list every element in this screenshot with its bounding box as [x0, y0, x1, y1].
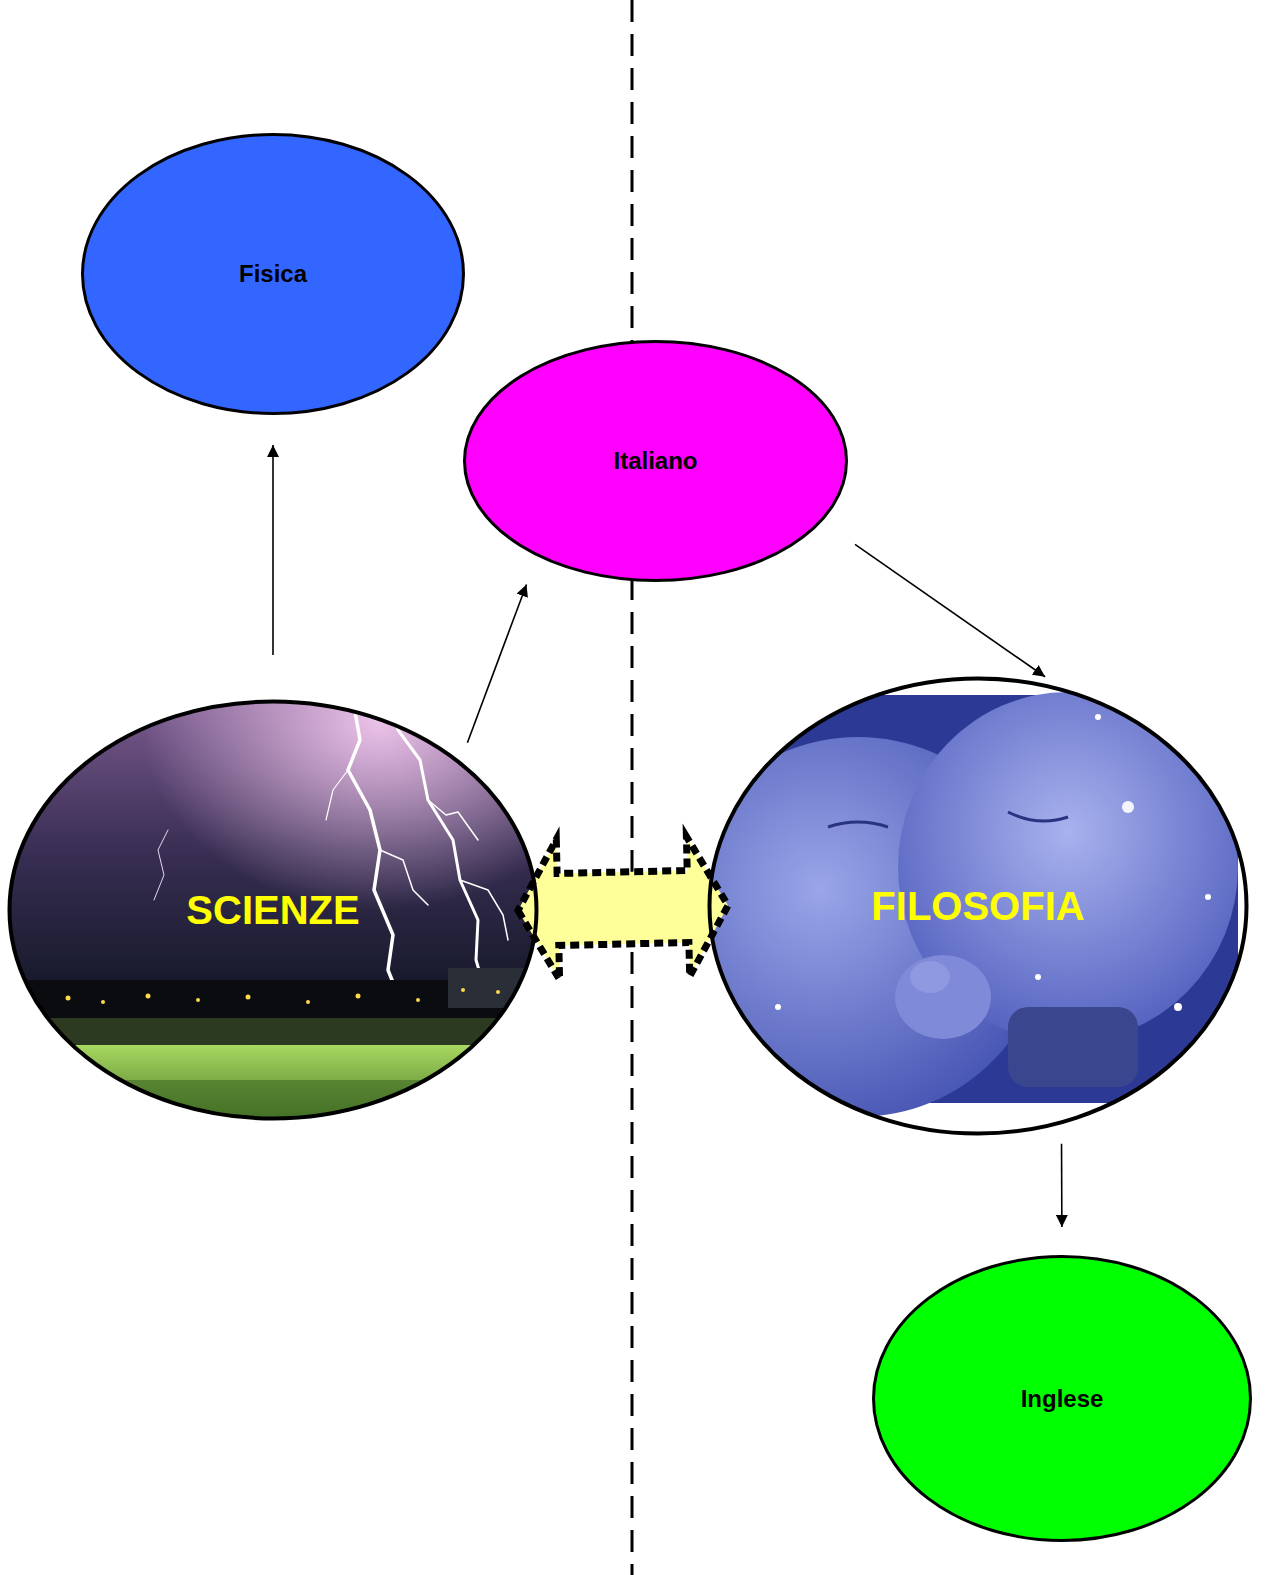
- node-text: SCIENZE: [186, 887, 359, 933]
- ellipse-shape: [874, 1257, 1251, 1541]
- subject-ellipse: Inglese: [872, 1255, 1252, 1542]
- photo-ellipse: FILOSOFIA: [708, 677, 1248, 1135]
- subject-ellipse: Italiano: [463, 340, 848, 582]
- arrow-connector: [467, 584, 526, 742]
- node-label: Inglese: [1021, 1385, 1104, 1413]
- ellipse-shape: [83, 135, 464, 414]
- subject-ellipse: Fisica: [81, 133, 465, 415]
- double-block-arrow: [518, 837, 728, 980]
- node-text: Inglese: [1021, 1385, 1104, 1413]
- arrow-connector: [1061, 1144, 1063, 1227]
- dashed-divider: [631, 0, 634, 1575]
- photo-ellipse: SCIENZE: [8, 700, 538, 1120]
- ellipse-shape: [10, 702, 537, 1119]
- arrow-connector: [855, 544, 1045, 676]
- ellipse-shape: [465, 342, 847, 581]
- node-label: SCIENZE: [186, 887, 359, 933]
- photo-content: [8, 700, 538, 1120]
- node-text: Fisica: [239, 260, 307, 288]
- node-label: Fisica: [239, 260, 307, 288]
- node-label: FILOSOFIA: [871, 883, 1084, 929]
- arrow-connector: [272, 445, 274, 655]
- node-label: Italiano: [613, 447, 697, 475]
- ellipse-shape: [710, 679, 1247, 1134]
- photo-content: [708, 677, 1248, 1135]
- node-text: Italiano: [613, 447, 697, 475]
- node-text: FILOSOFIA: [871, 883, 1084, 929]
